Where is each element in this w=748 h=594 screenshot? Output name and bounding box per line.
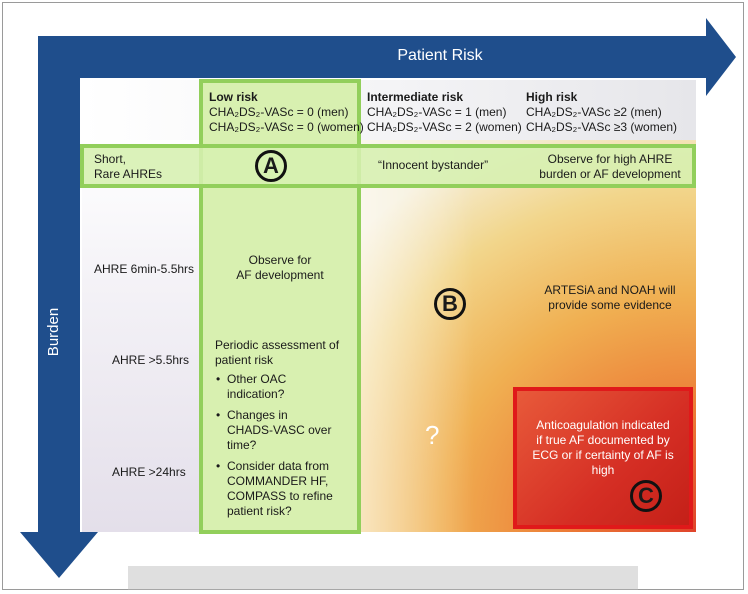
row-label-6min: AHRE 6min-5.5hrs — [94, 262, 195, 276]
bullet-commander-compass: Consider data from COMMANDER HF, COMPASS… — [216, 459, 357, 519]
x-axis-label: Patient Risk — [397, 47, 483, 64]
low-risk-header: Low risk CHA₂DS₂-VASc = 0 (men) CHA₂DS₂-… — [209, 90, 364, 135]
high-risk-men: CHA₂DS₂-VASc ≥2 (men) — [526, 105, 662, 119]
low-risk-title: Low risk — [209, 90, 258, 104]
patient-risk-arrow — [40, 18, 736, 96]
high-risk-title: High risk — [526, 90, 578, 104]
marker-a: A — [255, 150, 287, 182]
burden-arrow — [20, 36, 98, 578]
anticoagulation-text: Anticoagulation indicated if true AF doc… — [532, 418, 674, 477]
intermediate-risk-header: Intermediate risk CHA₂DS₂-VASc = 1 (men)… — [367, 90, 522, 135]
row-label-column-background — [82, 140, 202, 532]
row-label-24hrs: AHRE >24hrs — [112, 465, 186, 479]
short-rare-row — [80, 144, 696, 188]
intermediate-risk-title: Intermediate risk — [367, 90, 464, 104]
periodic-assessment-block: Periodic assessment of patient risk Othe… — [215, 338, 357, 525]
header-row-background — [82, 80, 696, 140]
observe-high-burden-text: Observe for high AHRE burden or AF devel… — [539, 152, 681, 181]
artesia-noah-text: ARTESiA and NOAH will provide some evide… — [544, 283, 676, 312]
bullet-chads-vasc: Changes in CHADS-VASC over time? — [216, 408, 357, 453]
low-risk-men: CHA₂DS₂-VASc = 0 (men) — [209, 105, 349, 119]
high-risk-header: High risk CHA₂DS₂-VASc ≥2 (men) CHA₂DS₂-… — [526, 90, 677, 135]
assessment-bullets: Other OAC indication? Changes in CHADS-V… — [215, 372, 357, 519]
marker-b: B — [434, 288, 466, 320]
short-rare-label: Short, Rare AHREs — [94, 152, 163, 181]
high-risk-women: CHA₂DS₂-VASc ≥3 (women) — [526, 120, 678, 134]
innocent-bystander-text: “Innocent bystander” — [378, 158, 489, 172]
bullet-other-oac: Other OAC indication? — [216, 372, 357, 402]
watermark-band — [128, 566, 638, 590]
row-label-5-5hrs: AHRE >5.5hrs — [112, 353, 190, 367]
intermediate-risk-men: CHA₂DS₂-VASc = 1 (men) — [367, 105, 507, 119]
anticoagulation-box — [513, 387, 693, 529]
low-risk-women: CHA₂DS₂-VASc = 0 (women) — [209, 120, 364, 134]
y-axis-label: SCAF/AHRE Burden — [25, 289, 62, 375]
question-mark: ? — [425, 420, 440, 450]
observe-af-text: Observe for AF development — [236, 253, 324, 282]
intermediate-risk-women: CHA₂DS₂-VASc = 2 (women) — [367, 120, 522, 134]
marker-c: C — [630, 480, 662, 512]
